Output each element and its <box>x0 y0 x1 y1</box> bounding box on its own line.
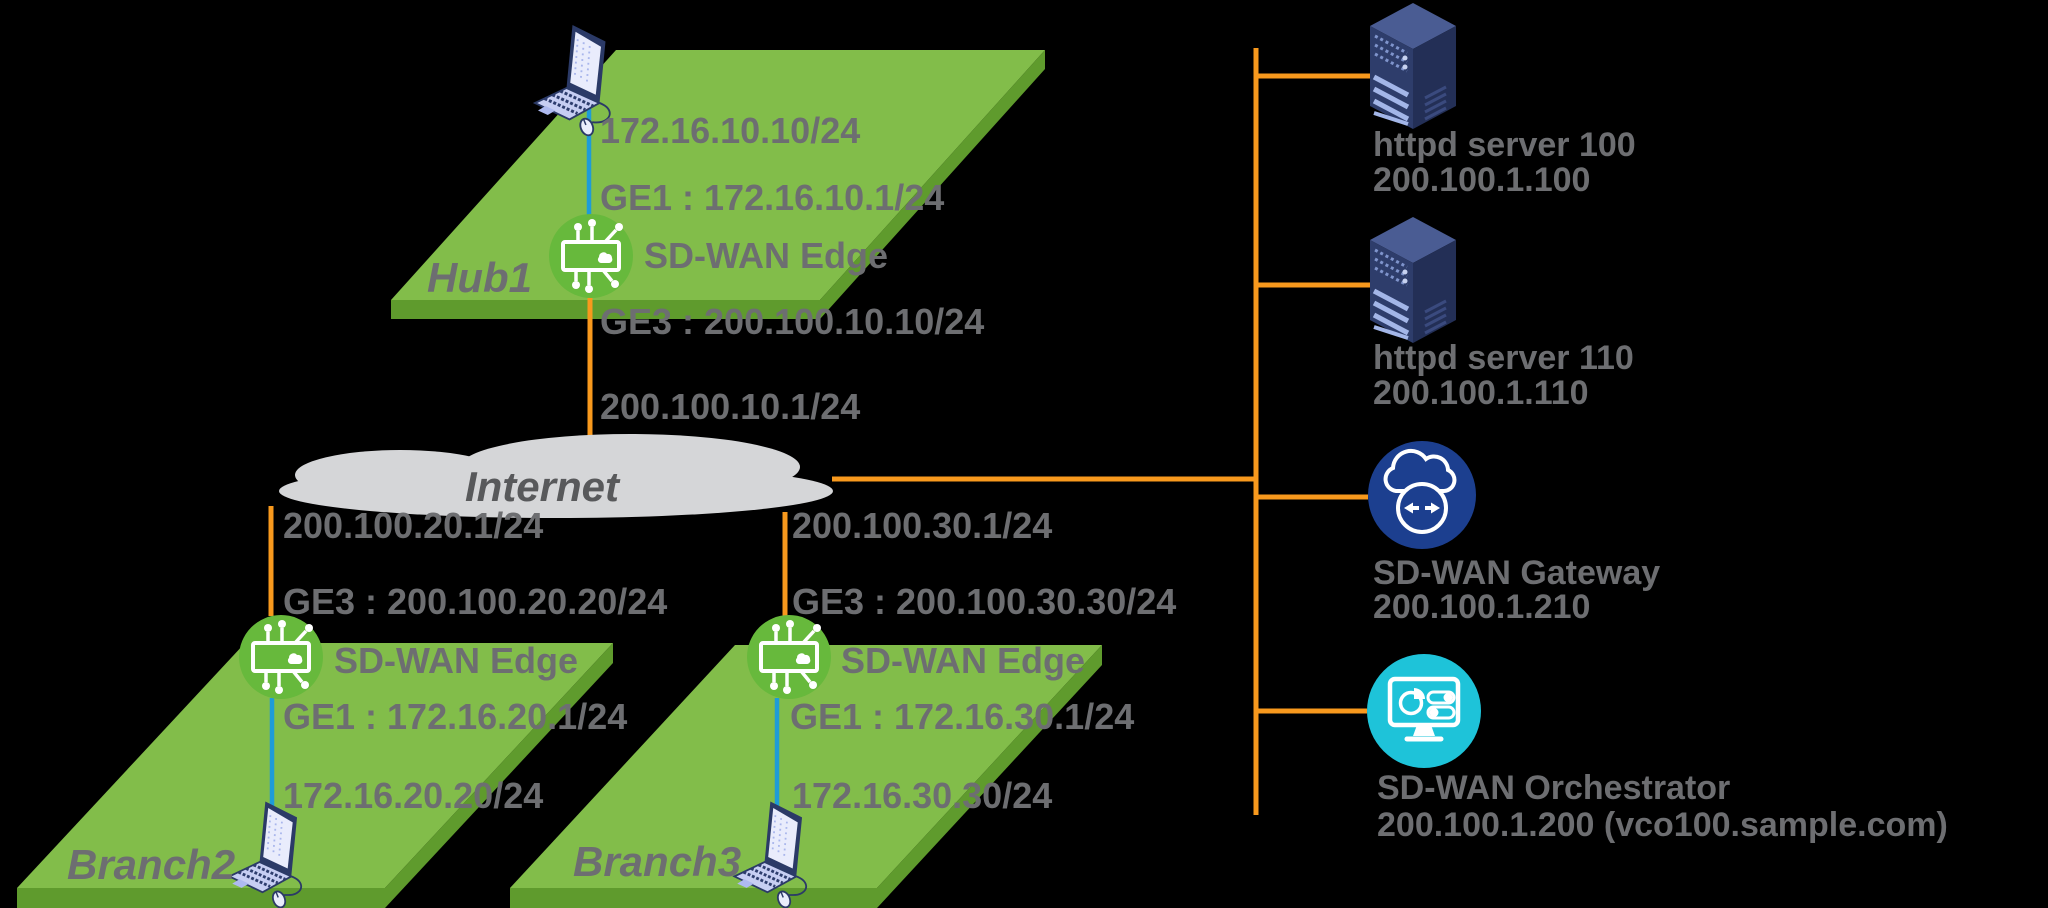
branch3-site-plane <box>510 645 1102 888</box>
branch2-edge-label: SD-WAN Edge <box>334 640 578 681</box>
hub-lan-port-label: GE1 : 172.16.10.1/24 <box>600 177 944 218</box>
hub-wan-port-label: GE3 : 200.100.10.10/24 <box>600 301 984 342</box>
sd-wan-edge-icon <box>237 613 325 701</box>
orchestrator-icon <box>1367 654 1481 768</box>
hub-site: Hub1 172.16.10.10/24 GE1 : 172.16.10.1/2… <box>391 23 1045 442</box>
branch2-wan-port-label: GE3 : 200.100.20.20/24 <box>283 581 667 622</box>
branch2-name-label: Branch2 <box>67 841 235 888</box>
server-110-name-label: httpd server 110 <box>1373 339 1634 377</box>
branch3-wan-port-label: GE3 : 200.100.30.30/24 <box>792 581 1176 622</box>
branch2-site-plane <box>17 643 613 888</box>
gateway-ip-label: 200.100.1.210 <box>1373 588 1590 626</box>
branch3-site-plane-right-edge <box>877 645 1102 908</box>
branch3-site-plane-front-edge <box>510 888 877 908</box>
sdwan-gateway: SD-WAN Gateway 200.100.1.210 <box>1366 439 1660 626</box>
internet-label: Internet <box>465 463 621 510</box>
internet-cloud: Internet <box>279 434 833 518</box>
httpd-server-110: httpd server 110 200.100.1.110 <box>1370 217 1634 412</box>
branch3-name-label: Branch3 <box>573 838 741 885</box>
sd-wan-edge-icon <box>745 613 833 701</box>
server-icon <box>1370 217 1456 343</box>
branch2-site-plane-right-edge <box>385 643 613 908</box>
wan-backbone <box>832 48 1372 815</box>
internet-cloud-shape <box>279 464 833 518</box>
branch3-edge-label: SD-WAN Edge <box>841 640 1085 681</box>
server-icon <box>1370 3 1456 129</box>
hub-host-ip-label: 172.16.10.10/24 <box>600 110 860 151</box>
branch2-site-plane-front-edge <box>17 888 385 908</box>
httpd-server-100: httpd server 100 200.100.1.100 <box>1370 3 1636 199</box>
hub-site-plane-front-edge <box>391 300 820 319</box>
gateway-name-label: SD-WAN Gateway <box>1373 554 1660 592</box>
server-100-ip-label: 200.100.1.100 <box>1373 161 1590 199</box>
hub-edge-label: SD-WAN Edge <box>644 235 888 276</box>
branch3-site: 200.100.30.1/24 GE3 : 200.100.30.30/24 S… <box>510 505 1176 908</box>
sdwan-orchestrator: SD-WAN Orchestrator 200.100.1.200 (vco10… <box>1367 654 1948 844</box>
branch3-wan-gateway-ip-label: 200.100.30.1/24 <box>792 505 1052 546</box>
branch2-wan-gateway-ip-label: 200.100.20.1/24 <box>283 505 543 546</box>
hub-name-label: Hub1 <box>427 254 532 301</box>
branch3-lan-port-label: GE1 : 172.16.30.1/24 <box>790 696 1134 737</box>
orchestrator-name-label: SD-WAN Orchestrator <box>1377 769 1730 807</box>
server-100-name-label: httpd server 100 <box>1373 126 1636 164</box>
branch3-host-ip-label: 172.16.30.30/24 <box>792 775 1052 816</box>
server-110-ip-label: 200.100.1.110 <box>1373 374 1589 412</box>
branch2-site: 200.100.20.1/24 GE3 : 200.100.20.20/24 S… <box>17 505 667 908</box>
hub-site-plane-right-edge <box>820 50 1045 319</box>
branch2-lan-port-label: GE1 : 172.16.20.1/24 <box>283 696 627 737</box>
gateway-icon <box>1366 439 1478 551</box>
sd-wan-edge-icon <box>547 212 635 300</box>
branch2-host-ip-label: 172.16.20.20/24 <box>283 775 543 816</box>
orchestrator-ip-label: 200.100.1.200 (vco100.sample.com) <box>1377 806 1948 844</box>
hub-wan-gateway-ip-label: 200.100.10.1/24 <box>600 386 860 427</box>
